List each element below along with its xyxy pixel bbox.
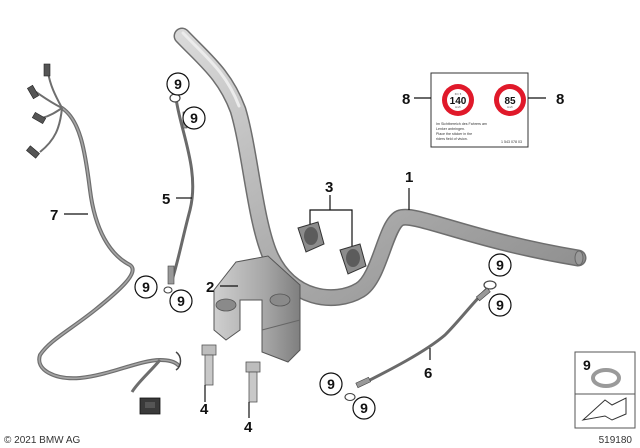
speed-limit-sign-left: 140 60 / 5 km/h bbox=[442, 84, 474, 116]
speed-limit-sticker: 140 60 / 5 km/h 85 km/h Im Sichtbereich … bbox=[430, 72, 529, 148]
handlebar-riser bbox=[213, 255, 301, 363]
copyright: © 2021 BMW AG bbox=[4, 435, 81, 446]
svg-text:9: 9 bbox=[496, 257, 504, 273]
legend-number: 9 bbox=[583, 357, 591, 373]
hose-line-5 bbox=[163, 93, 195, 294]
wiring-harness bbox=[26, 63, 182, 415]
callout-5: 5 bbox=[162, 191, 170, 208]
o-ring-icon bbox=[591, 368, 621, 388]
svg-text:9: 9 bbox=[360, 400, 368, 416]
svg-text:9: 9 bbox=[190, 110, 198, 126]
limit-unit-right: km/h bbox=[507, 105, 513, 109]
handlebar bbox=[173, 27, 587, 307]
bolt-right bbox=[245, 361, 261, 403]
limit-value-right: 85 bbox=[504, 96, 516, 107]
svg-text:9: 9 bbox=[327, 376, 335, 392]
callout-7: 7 bbox=[50, 207, 58, 224]
speed-limit-sign-right: 85 km/h bbox=[494, 84, 526, 116]
callout-4-right: 4 bbox=[244, 419, 253, 436]
sticker-instruction-4: riders field of vision. bbox=[436, 137, 468, 141]
svg-text:9: 9 bbox=[177, 293, 185, 309]
handlebar-end bbox=[574, 250, 584, 266]
diagram-id: 519180 bbox=[599, 435, 633, 446]
badge-9-right-2: 9 bbox=[488, 293, 512, 317]
sticker-instruction-3: Place the sticker in the bbox=[436, 132, 472, 136]
badge-9-top-2: 9 bbox=[182, 106, 206, 130]
svg-text:9: 9 bbox=[142, 279, 150, 295]
callout-8-right: 8 bbox=[556, 91, 564, 108]
clamp-insert-right bbox=[339, 243, 367, 275]
callout-6: 6 bbox=[424, 365, 432, 382]
bolt-left bbox=[201, 344, 217, 386]
badge-9-top: 9 bbox=[166, 72, 190, 96]
callout-2: 2 bbox=[206, 279, 214, 296]
callout-4-left: 4 bbox=[200, 401, 209, 418]
badge-9-bottom: 9 bbox=[319, 372, 343, 396]
badge-9-mid-left-2: 9 bbox=[169, 289, 193, 313]
sticker-instruction-2: Lenker anbringen. bbox=[436, 127, 465, 131]
callout-1: 1 bbox=[405, 169, 413, 186]
callout-8-left: 8 bbox=[402, 91, 410, 108]
arrow-icon bbox=[581, 397, 627, 421]
sticker-instruction-1: Im Sichtbereich des Fahrers am bbox=[436, 122, 487, 126]
svg-text:9: 9 bbox=[496, 297, 504, 313]
limit-sub-left: 60 / 5 bbox=[455, 92, 462, 96]
leader-lines bbox=[64, 97, 546, 418]
clamp-insert-left bbox=[297, 221, 325, 253]
limit-unit-left: km/h bbox=[455, 105, 461, 109]
badge-9-bottom-2: 9 bbox=[352, 396, 376, 420]
limit-value-left: 140 bbox=[450, 96, 467, 107]
legend-box: 9 bbox=[574, 351, 636, 429]
callout-3: 3 bbox=[325, 179, 333, 196]
badge-9-mid-left: 9 bbox=[134, 275, 158, 299]
sticker-part-number: 1 543 078 03 bbox=[501, 140, 522, 144]
badge-9-right: 9 bbox=[488, 253, 512, 277]
hose-line-6 bbox=[344, 280, 497, 402]
svg-text:9: 9 bbox=[174, 76, 182, 92]
